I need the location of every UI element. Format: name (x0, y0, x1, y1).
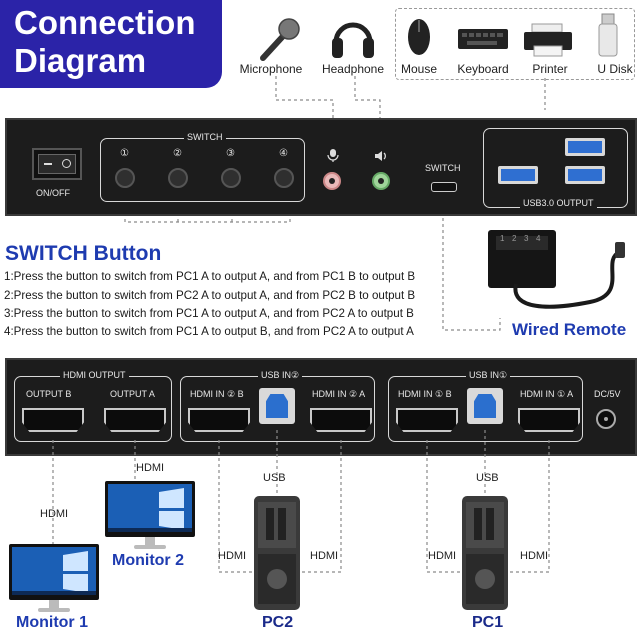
headphone-label: Headphone (321, 62, 385, 76)
headphone-jack[interactable] (372, 172, 390, 190)
usb-port-2[interactable] (498, 166, 538, 184)
switch-step-3: 3:Press the button to switch from PC1 A … (4, 307, 414, 320)
usb-port-3[interactable] (565, 166, 605, 184)
switch-button-3[interactable] (221, 168, 241, 188)
remote-cable (513, 242, 625, 309)
usb-output-label: USB3.0 OUTPUT (520, 198, 597, 208)
usb-in1-label: USB IN① (466, 370, 511, 381)
usb-devices-group (395, 8, 635, 80)
remote-key-3: 3 (524, 234, 529, 243)
usb-cable-label-pc1: USB (476, 472, 499, 484)
remote-port[interactable] (431, 182, 457, 192)
hdmi-output-a-port[interactable] (104, 408, 166, 432)
usb-in2-label: USB IN② (258, 370, 303, 381)
hdmi-in2a-port[interactable] (310, 408, 372, 432)
printer-label: Printer (532, 62, 568, 76)
hdmi-cable-label-pc2-b: HDMI (218, 550, 247, 562)
hdmi-cable-label-pc1-b: HDMI (428, 550, 457, 562)
mouse-icon (408, 19, 430, 55)
usb-cable-label-pc2: USB (263, 472, 286, 484)
switch-button-1[interactable] (115, 168, 135, 188)
pc-1-label: PC1 (472, 614, 504, 631)
hdmi-in2b-port[interactable] (188, 408, 250, 432)
title-line-2: Diagram (14, 42, 147, 79)
switch-button-2[interactable] (168, 168, 188, 188)
udisk-icon (598, 13, 618, 57)
microphone-label: Microphone (239, 62, 303, 76)
button-3-number: ③ (226, 148, 235, 159)
title-banner: Connection Diagram (0, 0, 222, 88)
hdmi-in2a-label: HDMI IN ② A (312, 389, 366, 399)
remote-key-4: 4 (536, 234, 541, 243)
remote-key-2: 2 (512, 234, 517, 243)
onoff-label: ON/OFF (36, 188, 70, 198)
hdmi-output-label: HDMI OUTPUT (60, 370, 129, 380)
monitor-1-icon (9, 544, 99, 612)
pc-2-label: PC2 (262, 614, 294, 631)
usb-in1-port[interactable] (467, 388, 503, 424)
switch-button-4[interactable] (274, 168, 294, 188)
button-1-number: ① (120, 148, 129, 159)
title-line-1: Connection (14, 4, 196, 41)
switch-step-2: 2:Press the button to switch from PC2 A … (4, 289, 416, 302)
button-2-number: ② (173, 148, 182, 159)
usb-port-1[interactable] (565, 138, 605, 156)
headphone-icon (332, 22, 374, 58)
power-switch[interactable] (32, 148, 82, 180)
mic-jack-icon (327, 149, 339, 162)
usb-in2-port[interactable] (259, 388, 295, 424)
switch-step-1: 1:Press the button to switch from PC1 A … (4, 270, 416, 283)
mic-jack[interactable] (323, 172, 341, 190)
udisk-label: U Disk (597, 62, 633, 76)
hdmi-in1a-port[interactable] (518, 408, 580, 432)
microphone-icon (260, 18, 300, 61)
hdmi-output-b-port[interactable] (22, 408, 84, 432)
pc-2-tower-icon (254, 496, 300, 610)
monitor-2-icon (105, 481, 195, 549)
hdmi-cable-label-pc1-a: HDMI (520, 550, 549, 562)
dc-power-port[interactable] (596, 409, 616, 429)
hdmi-in1b-label: HDMI IN ① B (398, 389, 452, 399)
button-4-number: ④ (279, 148, 288, 159)
wired-remote-label: Wired Remote (512, 320, 627, 339)
mouse-label: Mouse (400, 62, 438, 76)
switch-label: SWITCH (184, 132, 226, 142)
switch-button-heading: SWITCH Button (5, 242, 162, 265)
hdmi-in2b-label: HDMI IN ② B (190, 389, 244, 399)
pc-1-tower-icon (462, 496, 508, 610)
hdmi-in1b-port[interactable] (396, 408, 458, 432)
remote-key-1: 1 (500, 234, 505, 243)
wired-remote[interactable] (488, 230, 556, 288)
hdmi-cable-label-monitor2: HDMI (136, 462, 165, 474)
switch-step-4: 4:Press the button to switch from PC1 A … (4, 325, 414, 338)
keyboard-label: Keyboard (457, 62, 509, 76)
dc-label: DC/5V (594, 389, 621, 399)
remote-switch-label: SWITCH (425, 163, 461, 173)
speaker-jack-icon (375, 151, 386, 161)
keyboard-icon (458, 29, 508, 49)
output-a-label: OUTPUT A (110, 389, 155, 399)
monitor-1-label: Monitor 1 (16, 614, 88, 631)
printer-icon (524, 23, 572, 57)
output-b-label: OUTPUT B (26, 389, 72, 399)
hdmi-in1a-label: HDMI IN ① A (520, 389, 574, 399)
hdmi-cable-label-pc2-a: HDMI (310, 550, 339, 562)
hdmi-cable-label-monitor1: HDMI (40, 508, 69, 520)
monitor-2-label: Monitor 2 (112, 552, 184, 569)
